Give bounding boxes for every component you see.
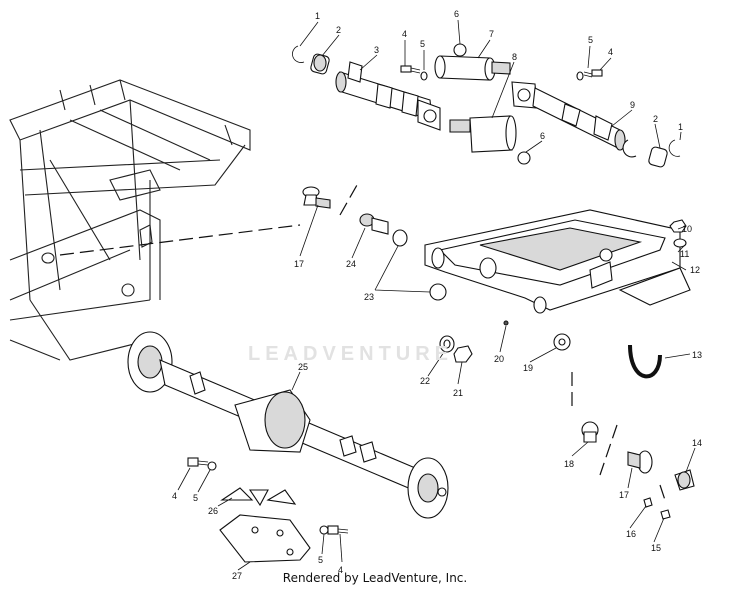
callout-1: 1	[315, 11, 320, 21]
upper-bolt-right	[576, 69, 603, 81]
callout-5: 5	[318, 555, 323, 565]
render-credit: Rendered by LeadVenture, Inc.	[282, 571, 468, 585]
callout-6: 6	[540, 131, 545, 141]
callout-5: 5	[193, 493, 198, 503]
callout-5: 5	[420, 39, 425, 49]
callout-2: 2	[653, 114, 658, 124]
callout-5: 5	[588, 35, 593, 45]
lower-washers	[439, 320, 571, 363]
callout-13: 13	[692, 350, 702, 360]
callout-1: 1	[678, 122, 683, 132]
callout-4: 4	[402, 29, 407, 39]
axle-bolts-lower	[319, 525, 349, 535]
callout-14: 14	[692, 438, 702, 448]
upper-stud	[302, 186, 331, 209]
callout-8: 8	[512, 52, 517, 62]
callout-3: 3	[374, 45, 379, 55]
callout-4: 4	[608, 47, 613, 57]
callout-26: 26	[208, 506, 218, 516]
callout-21: 21	[453, 388, 463, 398]
callout-20: 20	[494, 354, 504, 364]
callout-19: 19	[523, 363, 533, 373]
callout-4: 4	[338, 565, 343, 575]
callout-10: 10	[682, 224, 692, 234]
nut-and-washer	[669, 219, 687, 248]
pivot-shaft-lower	[449, 115, 531, 165]
pivot-shaft	[434, 43, 511, 81]
callout-17: 17	[294, 259, 304, 269]
upper-bolt-left	[400, 65, 428, 81]
u-bolt	[628, 344, 662, 379]
pivot-bolt-assembly	[359, 213, 447, 301]
callout-27: 27	[232, 571, 242, 581]
callout-4: 4	[172, 491, 177, 501]
left-pivot-tube	[292, 45, 441, 131]
callout-17: 17	[619, 490, 629, 500]
callout-9: 9	[630, 100, 635, 110]
callout-24: 24	[346, 259, 356, 269]
leader-lines	[177, 19, 696, 571]
lower-hardware	[581, 421, 695, 520]
callout-16: 16	[626, 529, 636, 539]
axle-bolts-upper	[187, 457, 217, 471]
skid-plate	[219, 514, 311, 563]
callout-12: 12	[690, 265, 700, 275]
callout-6: 6	[454, 9, 459, 19]
decals	[220, 487, 297, 507]
callout-23: 23	[364, 292, 374, 302]
callout-25: 25	[298, 362, 308, 372]
callout-22: 22	[420, 376, 430, 386]
callout-15: 15	[651, 543, 661, 553]
callout-18: 18	[564, 459, 574, 469]
watermark: LEADVENTURE	[248, 343, 454, 365]
assembly-centerlines	[59, 184, 666, 501]
callout-11: 11	[680, 249, 689, 259]
swing-arm	[424, 209, 691, 314]
callout-labels: 1 2 3 4 5 6 7 8 5 4 9 2 1 6 10 11 12 13 …	[172, 9, 702, 581]
rear-axle-assembly	[127, 331, 449, 519]
vehicle-frame	[9, 79, 251, 361]
callout-7: 7	[489, 29, 494, 39]
callout-2: 2	[336, 25, 341, 35]
right-pivot-tube	[511, 81, 681, 168]
